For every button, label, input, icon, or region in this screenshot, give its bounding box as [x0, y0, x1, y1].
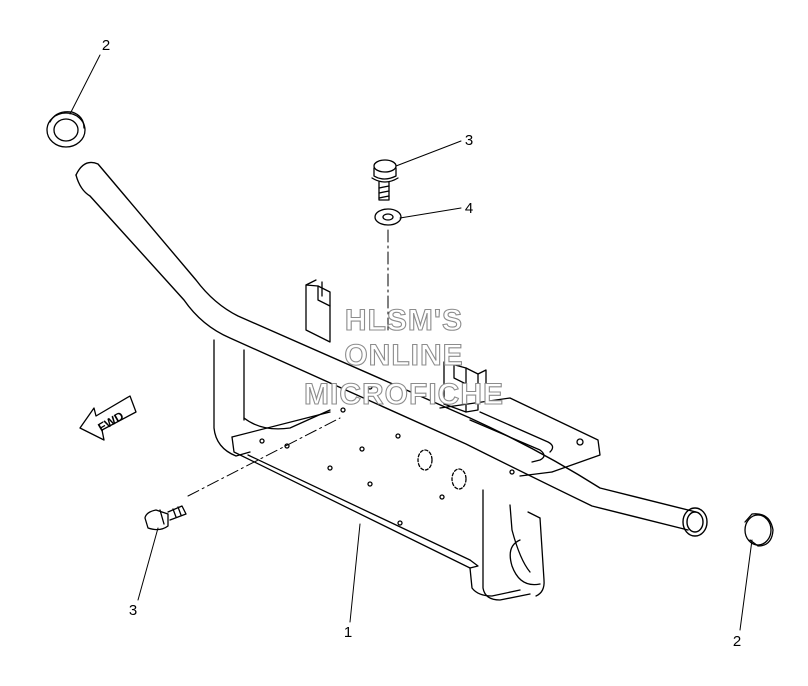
bracket-front-leg	[482, 489, 531, 601]
watermark-line-3: MICROFICHE	[304, 378, 504, 411]
callout-2-right: 2	[733, 633, 741, 650]
bracket-plate-front-lip	[231, 436, 471, 569]
bolt-centerline-left	[187, 417, 341, 497]
bracket-plate-rear-edge	[231, 411, 331, 438]
callout-2-top: 2	[102, 37, 110, 54]
washer-part-4	[374, 208, 402, 226]
tube-open-end	[682, 507, 708, 537]
callout-3-left: 3	[129, 602, 137, 619]
callout-3-top: 3	[465, 132, 473, 149]
bracket-rear-flange	[213, 339, 251, 457]
bracket-right-plate	[439, 397, 601, 473]
watermark-line-1: HLSM'S	[345, 304, 463, 337]
upper-tab-left	[305, 284, 331, 343]
callout-4: 4	[465, 200, 473, 217]
fwd-direction-arrow	[79, 395, 137, 441]
mounting-hole	[576, 438, 584, 446]
end-cap-top-part-2	[46, 111, 86, 148]
bracket-hook	[509, 539, 541, 586]
bracket-assembly-part-1	[213, 279, 601, 601]
hidden-hole-2	[451, 468, 467, 490]
hidden-hole-1	[417, 449, 433, 471]
bumper-tube	[75, 161, 708, 537]
end-cap-right-part-2	[744, 513, 774, 547]
bolt-left-part-3	[144, 505, 187, 531]
watermark-line-2: ONLINE	[344, 339, 463, 372]
leader-lines	[69, 54, 753, 631]
callout-1: 1	[344, 624, 352, 641]
bolt-top-part-3	[371, 159, 399, 201]
